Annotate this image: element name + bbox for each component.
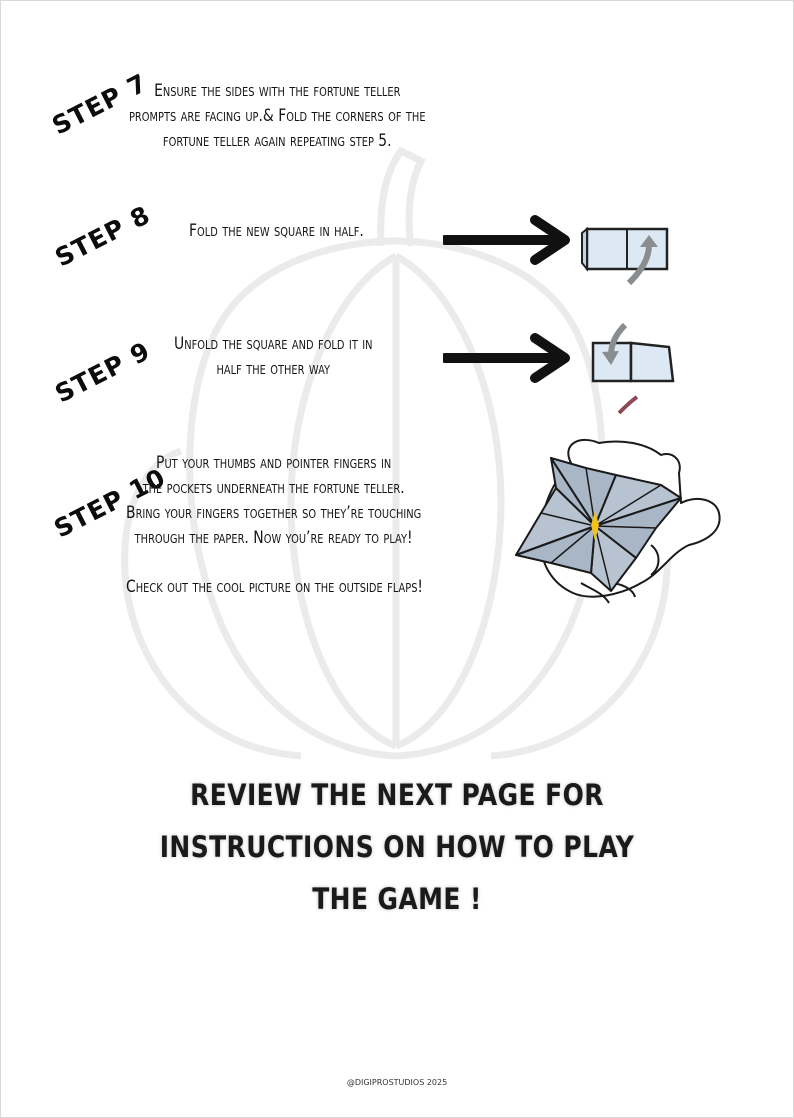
step-10-line-3: Bring your fingers together so they’re t… bbox=[126, 503, 422, 523]
step-9-text: Unfold the square and fold it in half th… bbox=[174, 332, 373, 382]
fortune-teller-hand-illustration bbox=[515, 438, 721, 604]
right-arrow-icon bbox=[443, 333, 570, 383]
closing-line-2: INSTRUCTIONS ON HOW TO PLAY bbox=[159, 830, 635, 864]
folded-square-icon bbox=[591, 322, 675, 415]
step-10-line-1: Put your thumbs and pointer fingers in bbox=[156, 453, 392, 473]
footer-credit: @DIGIPROSTUDIOS 2025 bbox=[346, 1078, 448, 1087]
closing-line-1: REVIEW THE NEXT PAGE FOR bbox=[190, 778, 604, 812]
step-7-line-2: prompts are facing up.& Fold the corners… bbox=[129, 106, 426, 126]
right-arrow-icon bbox=[443, 215, 570, 265]
step-9-line-1: Unfold the square and fold it in bbox=[174, 334, 373, 354]
step-7-line-1: Ensure the sides with the fortune teller bbox=[154, 81, 401, 101]
step-8-text: Fold the new square in half. bbox=[189, 219, 364, 244]
folded-square-icon bbox=[581, 226, 669, 286]
closing-instructions: REVIEW THE NEXT PAGE FOR INSTRUCTIONS ON… bbox=[1, 769, 793, 925]
step-8-line-1: Fold the new square in half. bbox=[189, 221, 364, 241]
step-10-line-4: through the paper. Now you’re ready to p… bbox=[134, 528, 413, 548]
closing-line-3: THE GAME ! bbox=[312, 882, 482, 916]
step-10-line-2: the pockets underneath the fortune telle… bbox=[142, 478, 405, 498]
step-10-extra-line: Check out the cool picture on the outsid… bbox=[126, 577, 424, 597]
step-7-line-3: fortune teller again repeating step 5. bbox=[162, 131, 392, 151]
step-7-text: Ensure the sides with the fortune teller… bbox=[129, 79, 426, 154]
step-9-line-2: half the other way bbox=[216, 359, 331, 379]
step-10-extra-text: Check out the cool picture on the outsid… bbox=[126, 575, 423, 600]
step-10-text: Put your thumbs and pointer fingers in t… bbox=[126, 451, 421, 551]
